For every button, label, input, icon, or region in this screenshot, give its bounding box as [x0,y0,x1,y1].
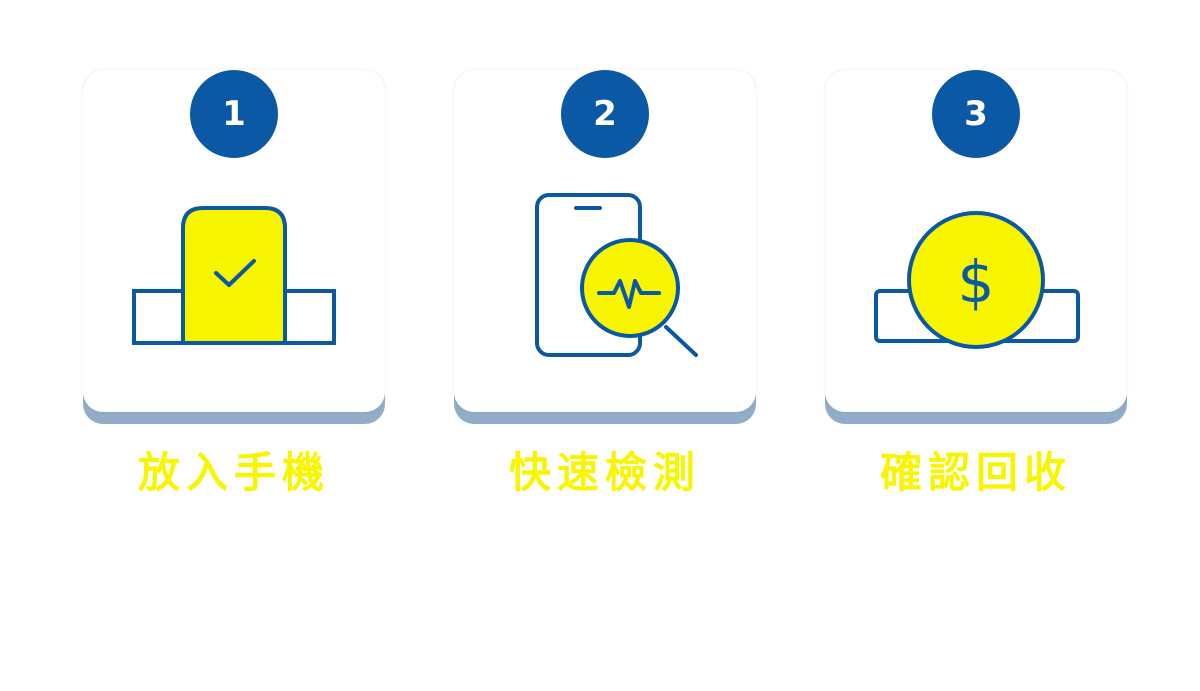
step-1: 1 放入手機 [83,70,385,530]
step-label: 放入手機 [137,448,330,497]
svg-text:$: $ [958,248,995,316]
step-3: $ 3 確認回收 [825,70,1127,530]
phone-magnifier-pulse-icon [535,193,698,357]
step-number-badge: 2 [561,70,649,158]
step-label: 快速檢測 [508,448,701,497]
step-number-badge: 1 [190,70,278,158]
phone-slot-check-icon [132,206,336,345]
coin-slot-dollar-icon: $ [874,211,1080,349]
step-label: 確認回收 [879,448,1072,497]
step-2: 2 快速檢測 [454,70,756,530]
step-number-badge: 3 [932,70,1020,158]
